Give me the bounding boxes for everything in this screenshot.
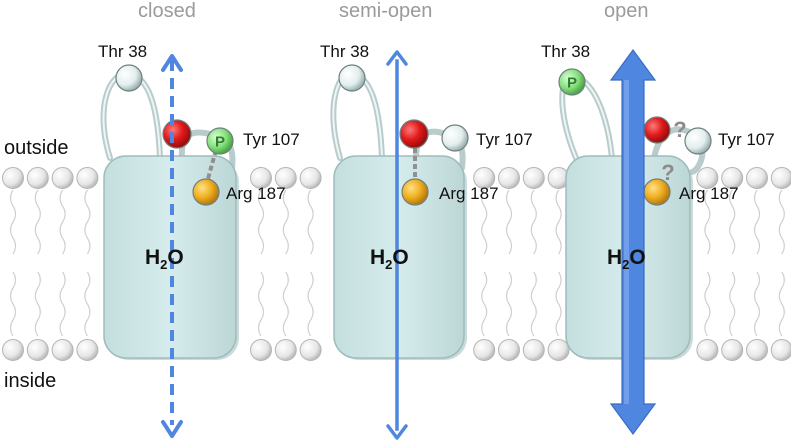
lipid-head bbox=[3, 340, 24, 361]
lipid-head bbox=[771, 340, 791, 361]
lipid-head bbox=[474, 340, 495, 361]
arrow-highlight bbox=[624, 80, 629, 404]
state-title-semi-open: semi-open bbox=[339, 0, 432, 23]
lipid-head bbox=[275, 340, 296, 361]
lipid-tail bbox=[308, 272, 313, 336]
water-label-open: H2O bbox=[607, 246, 646, 272]
lipid-tail bbox=[308, 190, 313, 254]
phospho-symbol: P bbox=[215, 134, 225, 151]
lipid-head bbox=[3, 168, 24, 189]
lipid-head bbox=[697, 340, 718, 361]
water-label-closed: H2O bbox=[145, 246, 184, 272]
lipid-head bbox=[52, 340, 73, 361]
lipid-tail bbox=[755, 272, 760, 336]
lipid-tail bbox=[85, 272, 90, 336]
lipid-tail bbox=[705, 272, 710, 336]
arg187-residue bbox=[193, 179, 219, 205]
lipid-head bbox=[499, 168, 520, 189]
lipid-head bbox=[722, 340, 743, 361]
lipid-tail bbox=[531, 272, 536, 336]
thr38-residue bbox=[116, 65, 142, 91]
inside-label: inside bbox=[4, 370, 56, 393]
lipid-tail bbox=[35, 272, 40, 336]
lipid-head bbox=[251, 340, 272, 361]
lipid-head bbox=[771, 168, 791, 189]
lipid-tail bbox=[11, 190, 16, 254]
lipid-tail bbox=[60, 190, 65, 254]
lipid-head bbox=[300, 340, 321, 361]
lipid-tail bbox=[507, 272, 512, 336]
red-residue bbox=[644, 117, 670, 143]
lipid-head bbox=[747, 340, 768, 361]
lipid-head bbox=[77, 168, 98, 189]
arg187-label-semi-open: Arg 187 bbox=[439, 184, 499, 204]
lipid-tail bbox=[259, 272, 264, 336]
lipid-tail bbox=[507, 190, 512, 254]
tyr107-residue bbox=[442, 125, 468, 151]
lipid-tail bbox=[556, 190, 561, 254]
lipid-tail bbox=[556, 272, 561, 336]
thr38-residue bbox=[339, 65, 365, 91]
thr38-label-closed: Thr 38 bbox=[98, 42, 147, 62]
state-open: P?? bbox=[559, 50, 711, 434]
lipid-head bbox=[77, 340, 98, 361]
lipid-head bbox=[523, 340, 544, 361]
lipid-tail bbox=[11, 272, 16, 336]
lipid-head bbox=[548, 340, 569, 361]
lipid-tail bbox=[60, 272, 65, 336]
thr38-label-open: Thr 38 bbox=[541, 42, 590, 62]
lipid-head bbox=[300, 168, 321, 189]
lipid-tail bbox=[755, 190, 760, 254]
state-title-open: open bbox=[604, 0, 649, 23]
red-residue bbox=[400, 120, 428, 148]
lipid-tail bbox=[482, 272, 487, 336]
lipid-head bbox=[747, 168, 768, 189]
lipid-head bbox=[52, 168, 73, 189]
lipid-tail bbox=[779, 272, 784, 336]
arg187-label-closed: Arg 187 bbox=[226, 184, 286, 204]
tyr107-label-open: Tyr 107 bbox=[718, 130, 775, 150]
lipid-tail bbox=[85, 190, 90, 254]
lipid-tail bbox=[531, 190, 536, 254]
tyr107-residue bbox=[685, 128, 711, 154]
state-title-closed: closed bbox=[138, 0, 196, 23]
lipid-head bbox=[27, 340, 48, 361]
water-label-semi-open: H2O bbox=[370, 246, 409, 272]
lipid-tail bbox=[283, 272, 288, 336]
lipid-head bbox=[27, 168, 48, 189]
unknown-interaction-1: ? bbox=[673, 117, 686, 142]
arg187-label-open: Arg 187 bbox=[679, 184, 739, 204]
arg187-residue bbox=[402, 179, 428, 205]
thr38-label-semi-open: Thr 38 bbox=[320, 42, 369, 62]
lipid-head bbox=[499, 340, 520, 361]
state-semi-open bbox=[333, 52, 468, 438]
lipid-tail bbox=[35, 190, 40, 254]
unknown-interaction-2: ? bbox=[661, 160, 674, 185]
lipid-tail bbox=[779, 190, 784, 254]
tyr107-label-semi-open: Tyr 107 bbox=[476, 130, 533, 150]
red-residue bbox=[163, 120, 191, 148]
lipid-tail bbox=[730, 272, 735, 336]
outside-label: outside bbox=[4, 137, 69, 160]
lipid-head bbox=[523, 168, 544, 189]
phospho-symbol: P bbox=[567, 75, 577, 92]
tyr107-label-closed: Tyr 107 bbox=[243, 130, 300, 150]
